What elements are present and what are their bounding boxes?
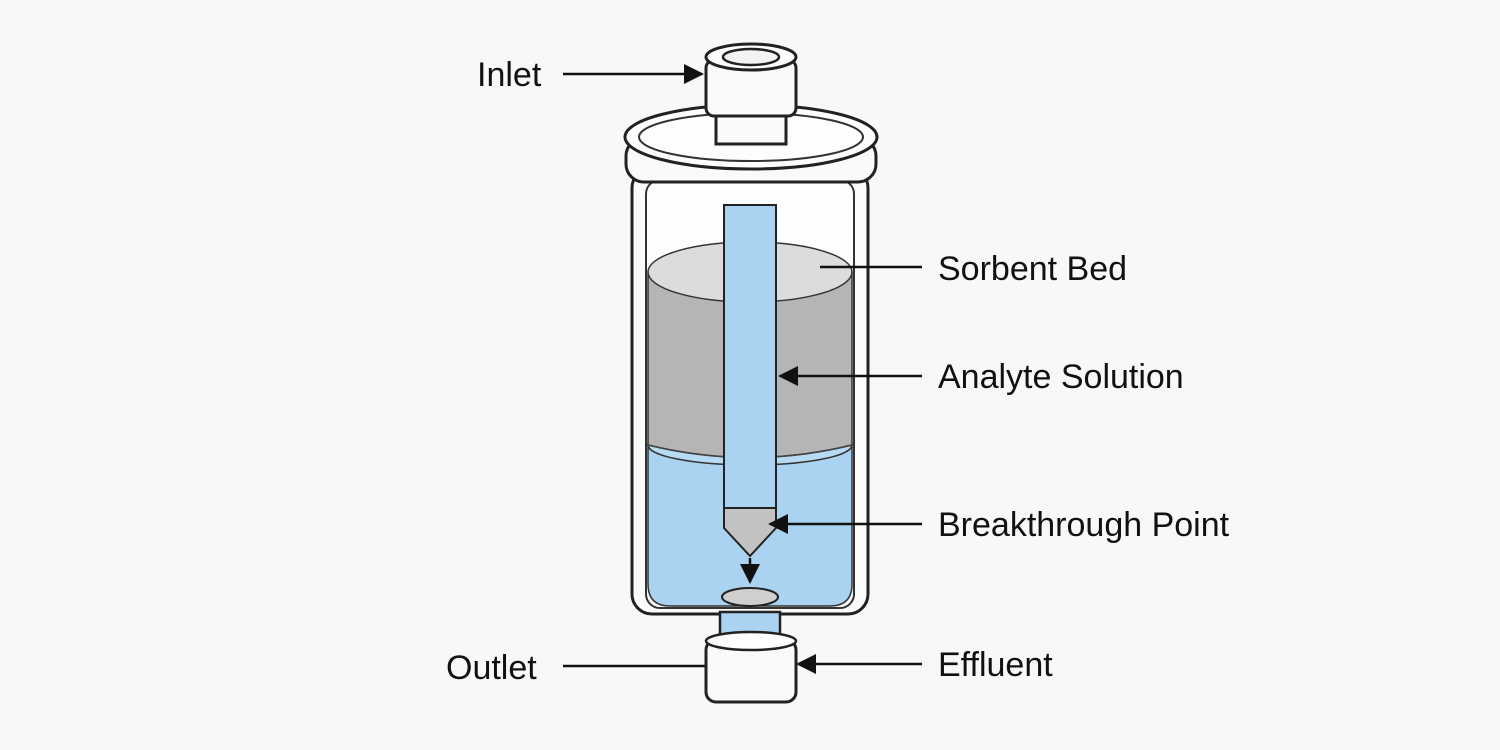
inlet-opening-inner	[721, 47, 781, 67]
central-tube	[723, 204, 777, 511]
tube-tip	[723, 507, 777, 558]
label-breakthrough-point: Breakthrough Point	[938, 506, 1230, 544]
label-effluent: Effluent	[938, 646, 1053, 684]
label-sorbent-bed: Sorbent Bed	[938, 250, 1128, 288]
outlet-fitting-top	[704, 630, 798, 652]
label-inlet: Inlet	[477, 56, 542, 94]
label-outlet: Outlet	[446, 649, 537, 687]
frit-disk	[721, 587, 779, 607]
label-analyte-solution: Analyte Solution	[938, 358, 1184, 396]
